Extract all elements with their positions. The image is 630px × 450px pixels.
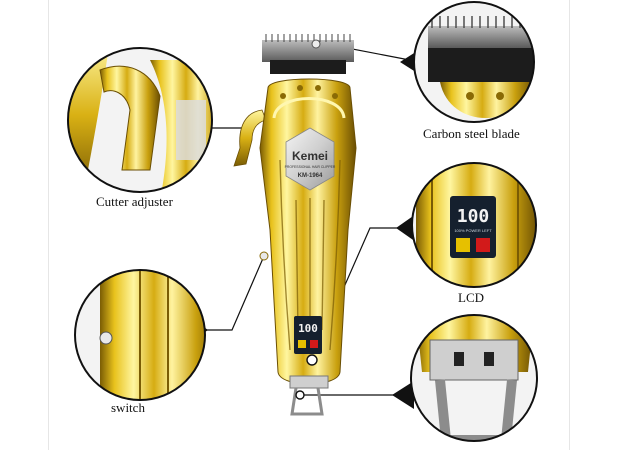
callout-lcd: 100 100% POWER LEFT: [411, 162, 537, 288]
image-frame: [48, 0, 570, 450]
zoom-lcd-caption: 100% POWER LEFT: [454, 228, 492, 233]
callout-cutter-adjuster: [67, 47, 213, 193]
model-number: KM-1964: [298, 173, 323, 179]
brand-subtitle: PROFESSIONAL HAIR CLIPPER: [285, 165, 336, 169]
clipper-body: Kemei PROFESSIONAL HAIR CLIPPER KM-1964 …: [233, 34, 357, 416]
body-lcd-digits: 100: [298, 322, 318, 335]
power-switch: [259, 251, 269, 261]
cutter-adjuster-lever: [233, 109, 267, 167]
label-carbon-steel-blade: Carbon steel blade: [423, 126, 520, 141]
label-lcd: LCD: [458, 290, 484, 305]
hanging-loop: [290, 387, 324, 416]
brand-plate: [285, 127, 335, 191]
zoom-lcd-digits: 100: [457, 206, 490, 227]
callout-blade: [413, 1, 535, 123]
brand-name: Kemei: [292, 149, 328, 163]
callout-hanger: [410, 314, 538, 442]
blade: [262, 40, 354, 62]
label-switch: switch: [111, 400, 145, 415]
callout-switch: [74, 269, 206, 401]
label-cutter-adjuster: Cutter adjuster: [96, 194, 173, 209]
